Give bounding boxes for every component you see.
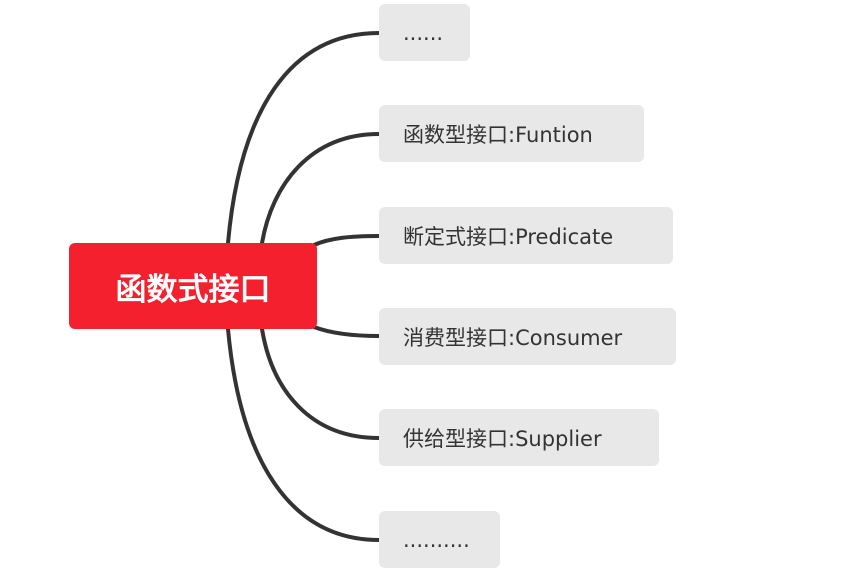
- connector-to-node-2: [312, 234, 381, 247]
- child-topic-predicate[interactable]: 断定式接口:Predicate: [379, 207, 673, 264]
- child-topic-label: 断定式接口:Predicate: [403, 224, 614, 249]
- child-topic-label: ..........: [403, 527, 470, 552]
- root-topic-label: 函数式接口: [115, 271, 271, 308]
- connector-to-node-3: [312, 325, 381, 338]
- connector-to-node-1: [260, 132, 381, 245]
- child-topic-label: 供给型接口:Supplier: [403, 426, 602, 451]
- child-topic-label: 消费型接口:Consumer: [403, 325, 623, 350]
- child-topic-ellipsis-top[interactable]: ......: [379, 4, 470, 61]
- root-topic[interactable]: 函数式接口: [69, 243, 317, 329]
- connector-to-node-5: [226, 327, 381, 542]
- child-topic-ellipsis-bottom[interactable]: ..........: [379, 511, 500, 568]
- child-topic-supplier[interactable]: 供给型接口:Supplier: [379, 409, 659, 466]
- child-topic-function[interactable]: 函数型接口:Funtion: [379, 105, 644, 162]
- child-topic-label: 函数型接口:Funtion: [403, 122, 593, 147]
- child-topic-consumer[interactable]: 消费型接口:Consumer: [379, 308, 676, 365]
- child-topic-label: ......: [403, 20, 444, 45]
- connector-to-node-4: [260, 327, 381, 440]
- connector-to-node-0: [226, 31, 381, 245]
